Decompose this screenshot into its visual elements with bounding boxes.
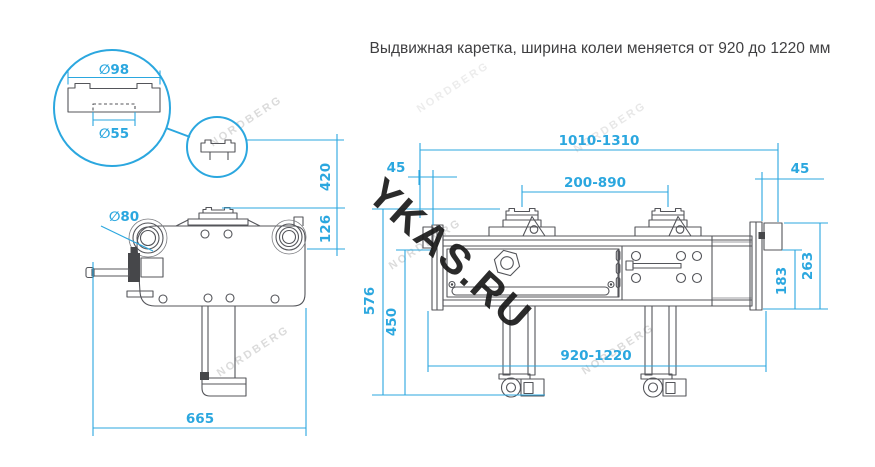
body-holes [158, 229, 280, 304]
dim-upper-height-label: 420 [318, 163, 334, 191]
lock-handle [85, 247, 164, 298]
dim-left-end-width-label: 45 [387, 160, 406, 176]
front-view: 1010-1310 45 200-890 45 263 1 [362, 133, 828, 398]
dim-heights: 420 126 [222, 134, 345, 256]
dim-track-width: 920-1220 [427, 311, 767, 372]
roller-left [128, 218, 168, 258]
dim-length: 665 [92, 262, 307, 436]
lift-pad-left [488, 207, 556, 237]
dim-pad-height-label: 126 [318, 215, 334, 243]
side-leg [200, 305, 247, 397]
brand-watermark: NORDBERG [415, 60, 492, 116]
dim-pad-distance-label: 200-890 [564, 175, 626, 191]
beam-holes [625, 250, 703, 284]
dim-pad-diameter: ∅98 [67, 62, 161, 85]
dim-pad-distance: 200-890 [521, 175, 669, 207]
lift-pad-right [634, 207, 702, 237]
dim-pad-diameter-label: ∅98 [99, 62, 129, 78]
side-view: ∅80 665 420 126 [85, 134, 345, 436]
dim-roller-diameter: ∅80 [100, 209, 154, 252]
detail-connector-line [165, 127, 191, 138]
dim-overall-length: 1010-1310 [419, 133, 779, 222]
brand-watermark: NORDBERG [215, 324, 292, 380]
dim-right-end-width-label: 45 [791, 161, 810, 177]
page-title: Выдвижная каретка, ширина колеи меняется… [370, 40, 831, 57]
slide-plate [446, 248, 621, 298]
roller-right [271, 219, 307, 255]
dim-frame-height-label: 450 [384, 308, 400, 336]
dim-right-height-inner: 183 [774, 249, 802, 309]
detail-circle-large [53, 49, 171, 167]
main-beam [442, 235, 753, 307]
dim-right-height-outer-label: 263 [800, 252, 816, 280]
clamp-knob [493, 249, 521, 277]
detail-circle-small [186, 116, 248, 178]
dim-overall-length-label: 1010-1310 [559, 133, 640, 149]
leg-left [498, 305, 545, 398]
pad-profile-small [200, 139, 236, 160]
dim-right-height-inner-label: 183 [774, 267, 790, 295]
right-end-plate [749, 221, 783, 311]
dim-hole-diameter-label: ∅55 [99, 126, 129, 142]
dim-frame-height: 450 [384, 249, 431, 395]
body-top-tab [293, 216, 304, 226]
dim-left-end-width: 45 [387, 160, 457, 225]
dim-overall-height: 576 [362, 208, 500, 395]
detail-view: ∅98 ∅55 [53, 49, 344, 178]
dim-hole-diameter: ∅55 [92, 112, 136, 142]
pad-profile-large [67, 82, 161, 113]
dim-overall-height-label: 576 [362, 287, 378, 315]
dim-roller-diameter-label: ∅80 [109, 209, 139, 225]
dim-track-width-label: 920-1220 [560, 348, 631, 364]
dim-length-label: 665 [186, 411, 214, 427]
leg-right [640, 305, 687, 398]
side-pad [175, 206, 261, 227]
dim-right-end-width: 45 [755, 161, 824, 221]
